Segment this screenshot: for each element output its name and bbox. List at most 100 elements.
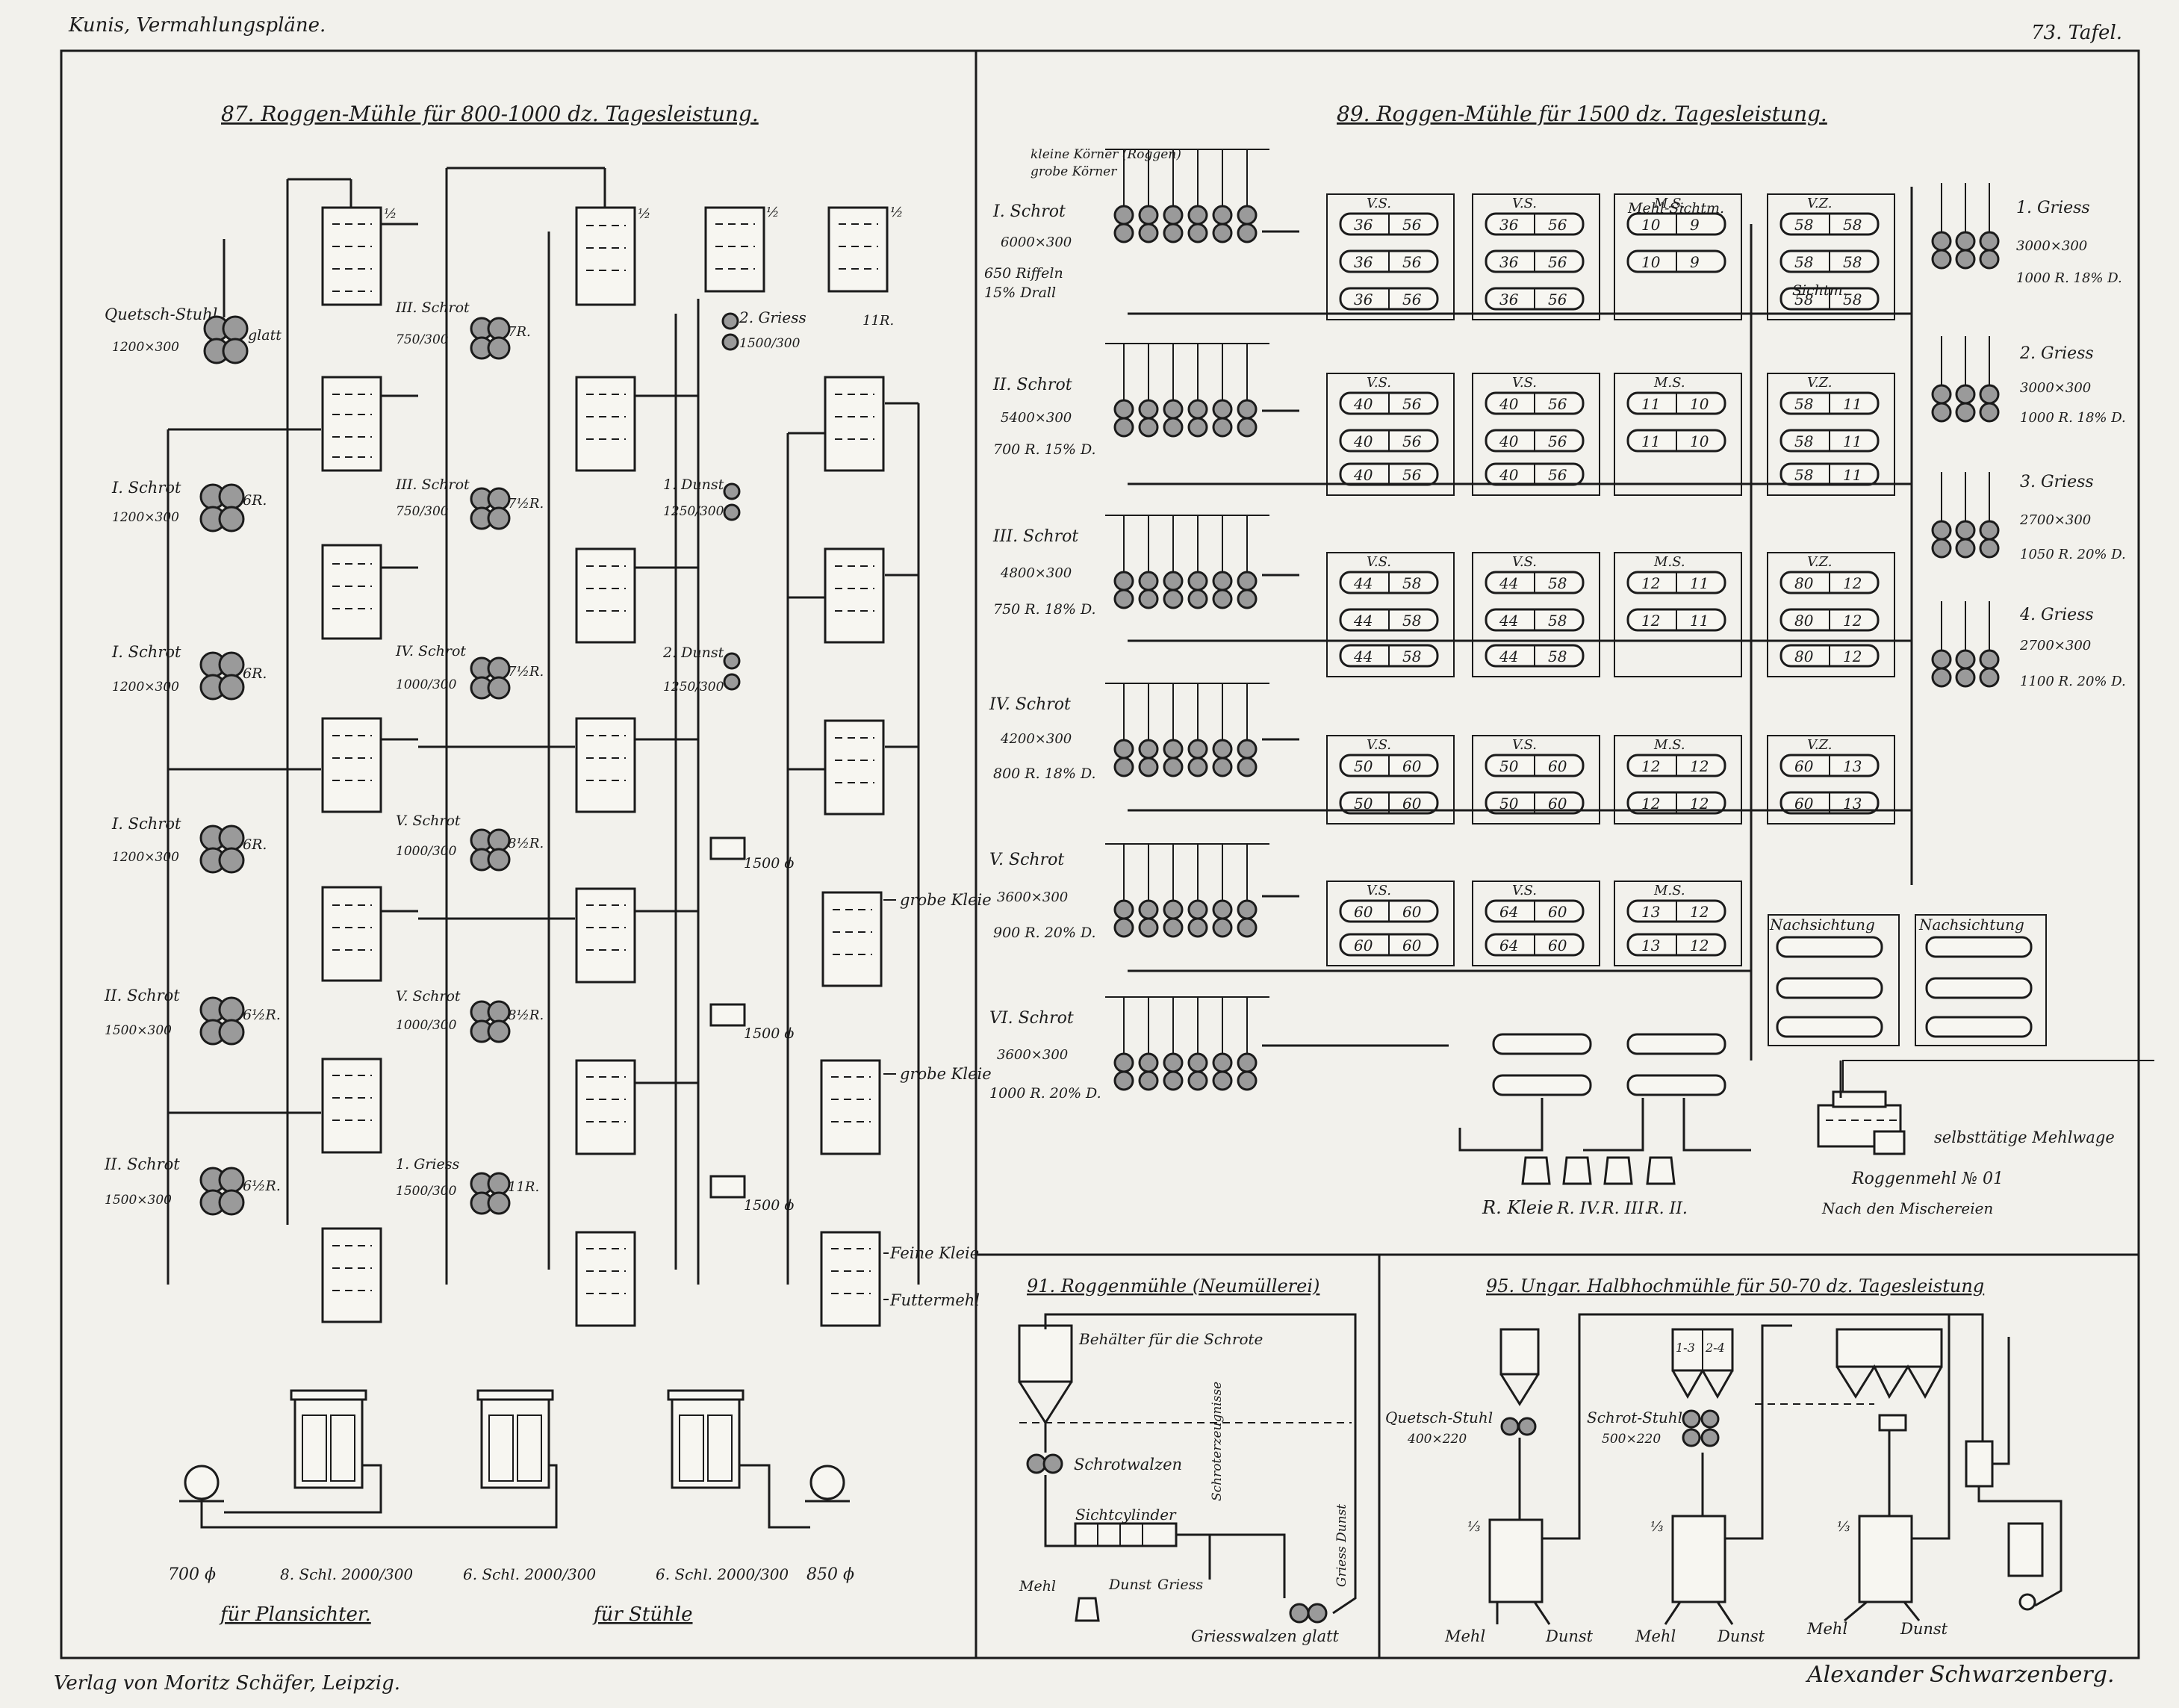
output-label: grobe Kleie (900, 891, 992, 909)
cylinder-value: 64 (1499, 937, 1518, 954)
sifter-box (321, 544, 382, 640)
column-header: V.Z. (1807, 375, 1833, 391)
panel89-bottom: R. Kleie R. IV. R. III. R. II. selbsttät… (1458, 1033, 2154, 1218)
panel87-sifters: ½ ½ ½ ½ (321, 205, 903, 1327)
for-label: für Stühle (592, 1603, 693, 1626)
roller-pair-icon (199, 825, 245, 874)
p91-label: Mehl (1019, 1578, 1056, 1594)
footer-right: Alexander Schwarzenberg. (1805, 1662, 2114, 1688)
p87-left-tag: 6R. (243, 836, 267, 853)
cylinder-value: 12 (1641, 757, 1660, 775)
p87-left-dim: 1500×300 (105, 1023, 172, 1038)
p87-mid-name: IV. Schrot (395, 643, 466, 659)
cylinder-value: 58 (1548, 648, 1567, 665)
sifter-box (1858, 1515, 1913, 1603)
sack-icon (1646, 1156, 1676, 1185)
cylinder-value: 60 (1402, 903, 1422, 921)
sieve-cylinder (709, 1003, 746, 1027)
sieve-cylinder (1925, 977, 2033, 999)
p91-label: Schrotwalzen (1074, 1456, 1182, 1473)
sieve-cylinder (1776, 977, 1883, 999)
cylinder-value: 44 (1499, 612, 1518, 630)
output-label: Feine Kleie (889, 1244, 979, 1262)
p91-label: Dunst (1108, 1577, 1151, 1593)
panel87-cylinders: 1500 ϕ 1500 ϕ 1500 ϕ (709, 836, 794, 1214)
p87-right-tag: 11R. (862, 313, 894, 329)
cylinder-label: 1500 ϕ (744, 1197, 794, 1214)
cylinder-value: 11 (1843, 395, 1862, 413)
fan-icon (179, 1465, 224, 1503)
p87-mid-name: III. Schrot (395, 476, 470, 493)
roller-pair-icon (723, 503, 741, 521)
p87-mid-dim: 1000/300 (396, 844, 457, 859)
column-header: V.Z. (1807, 196, 1833, 211)
p89-griess-dim: 2700×300 (2019, 512, 2091, 528)
p87-mid-tag: 7½R. (508, 664, 544, 680)
bottom-label: 6. Schl. 2000/300 (656, 1565, 789, 1583)
cylinder-value: 58 (1794, 466, 1813, 484)
cylinder-value: 9 (1690, 216, 1700, 234)
sack-label: R. IV. (1556, 1199, 1600, 1218)
p95-output: Dunst (1900, 1620, 1948, 1638)
cylinder-value: 60 (1794, 757, 1814, 775)
p89-schrot-dim: 6000×300 (1001, 235, 1072, 250)
hopper-icon (1499, 1328, 1540, 1406)
cylinder-value: 36 (1354, 291, 1373, 308)
cylinder-value: 56 (1548, 291, 1567, 308)
p87-mid-dim: 1500/300 (396, 1184, 457, 1199)
panel87-left-rollers (199, 315, 249, 1216)
p87-mid-dim: 750/300 (396, 332, 449, 347)
p89-griess-name: 3. Griess (2020, 473, 2094, 491)
p87-mid-name: V. Schrot (396, 813, 461, 829)
cylinder-value: 40 (1499, 395, 1519, 413)
plansifter-machine-icon (290, 1389, 367, 1489)
for-label: für Plansichter. (219, 1603, 371, 1626)
sifter-box (824, 547, 885, 644)
sifter-top-mark: ½ (890, 205, 903, 220)
bottom-label: 6. Schl. 2000/300 (463, 1565, 596, 1583)
cylinder-value: 56 (1402, 395, 1422, 413)
cylinder-value: 56 (1402, 466, 1422, 484)
p89-griess-dim: 2700×300 (2019, 638, 2091, 653)
panel87-middle-labels: III. Schrot 750/300 7R. III. Schrot 750/… (395, 299, 544, 1199)
cylinder-value: 60 (1548, 937, 1567, 954)
p89-schrot-spec: 750 R. 18% D. (993, 601, 1096, 618)
panel89-nachsichtung: Nachsichtung Nachsichtung (1768, 914, 2047, 1046)
cylinder-value: 40 (1499, 466, 1519, 484)
p89-schrot-dim: 5400×300 (1001, 410, 1072, 426)
cylinder-value: 10 (1690, 432, 1709, 450)
bottom-label: 8. Schl. 2000/300 (280, 1565, 413, 1583)
cylinder-value: 40 (1353, 395, 1373, 413)
p95-label: ⅓ (1837, 1519, 1850, 1535)
column-header: V.S. (1512, 883, 1537, 898)
plansifter-machine-icon (476, 1389, 554, 1489)
cylinder-value: 58 (1843, 291, 1862, 308)
p91-label: Behälter für die Schrote (1078, 1330, 1263, 1348)
p87-left-tag: 6R. (243, 492, 267, 509)
sieve-cylinder: 64 60 (1485, 933, 1585, 957)
roller-bank-icon (1931, 601, 2000, 688)
column-header: M.S. (1653, 883, 1685, 898)
sifter-box (321, 886, 382, 982)
cylinder-value: 40 (1499, 432, 1519, 450)
cylinder-value: 11 (1641, 395, 1660, 413)
p89-schrot-spec: 700 R. 15% D. (993, 441, 1096, 458)
p89-schrot-name: II. Schrot (992, 376, 1072, 394)
p87-mid-name: V. Schrot (396, 988, 461, 1004)
cylinder-value: 12 (1690, 937, 1709, 954)
cylinder-value: 44 (1353, 612, 1373, 630)
p89-schrot-name: V. Schrot (989, 851, 1064, 869)
cylinder-value: 58 (1843, 216, 1862, 234)
cylinder-label: 1500 ϕ (744, 855, 794, 872)
sack-label: R. Kleie (1482, 1197, 1553, 1218)
p87-mid-tag: 11R. (508, 1179, 539, 1195)
roller-pair-icon (199, 651, 245, 701)
cylinder-value: 36 (1499, 253, 1519, 271)
